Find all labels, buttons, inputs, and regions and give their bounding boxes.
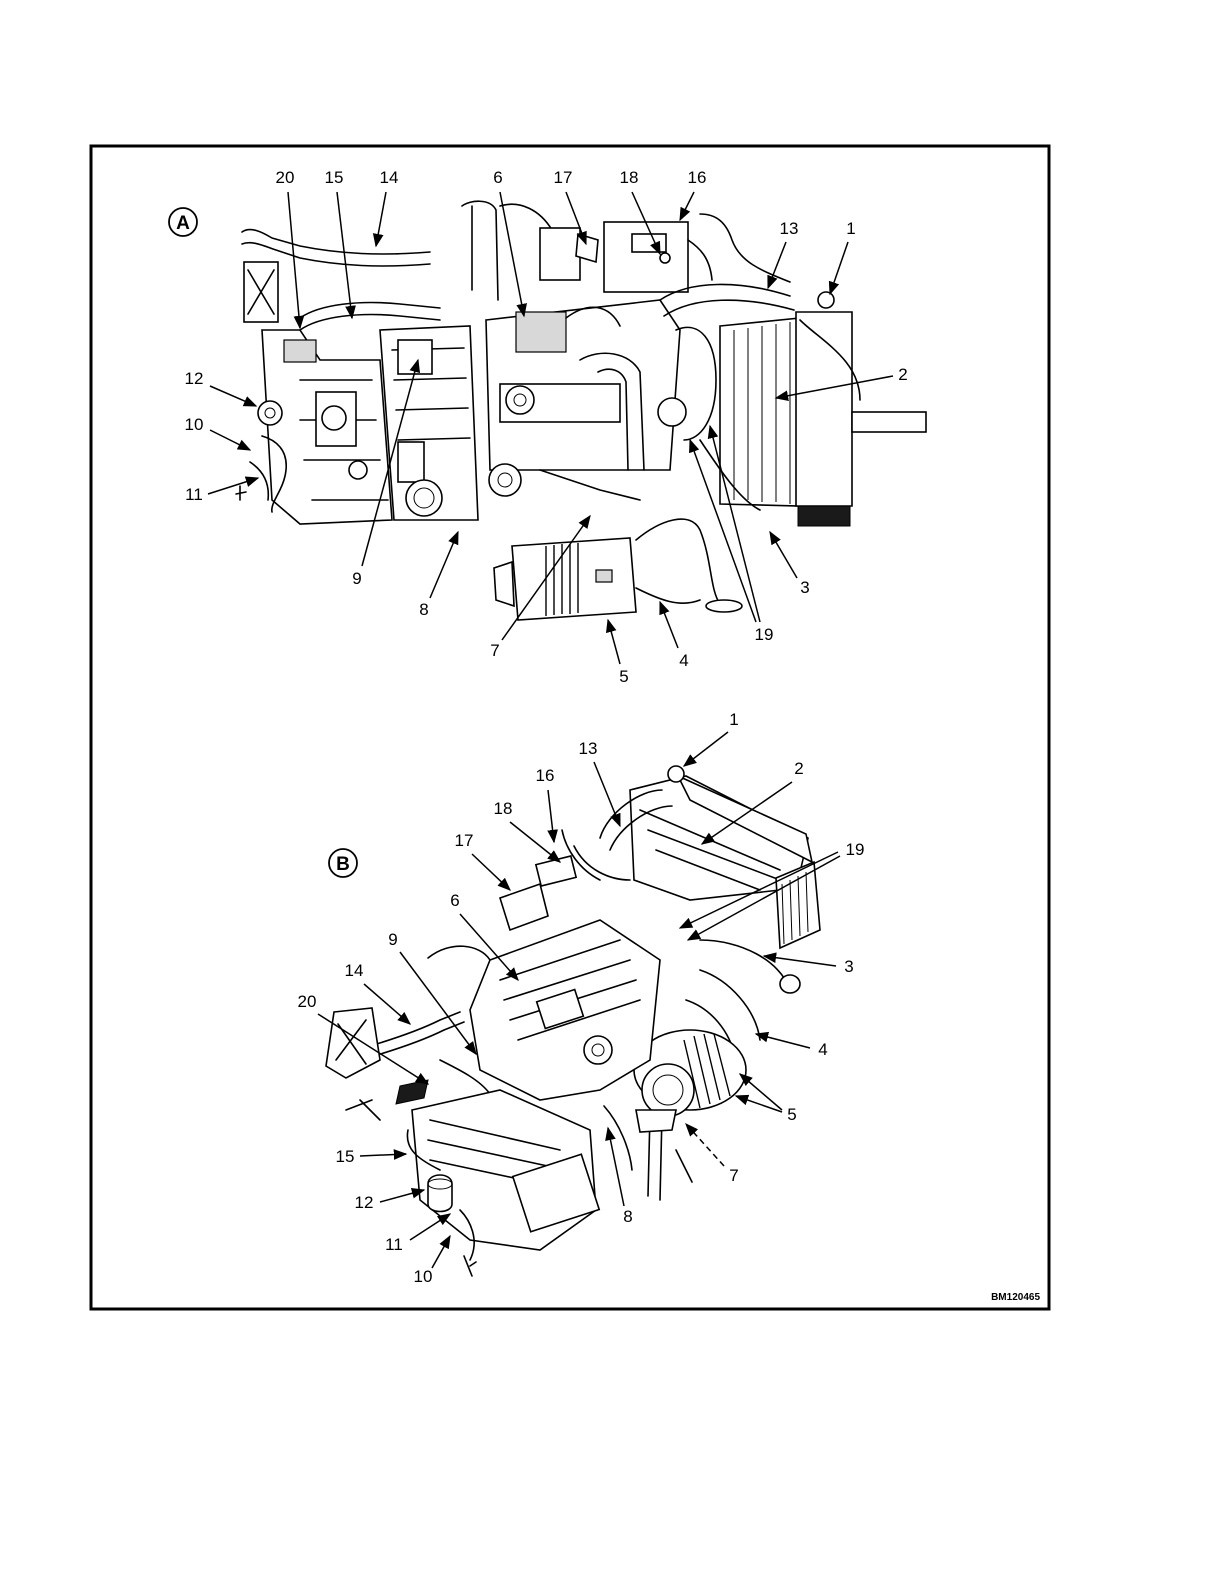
b-callout-12: 12 bbox=[355, 1193, 374, 1212]
b-callout-1: 1 bbox=[729, 710, 738, 729]
a-callout-12: 12 bbox=[185, 369, 204, 388]
b-callout-9: 9 bbox=[388, 930, 397, 949]
b-callout-15: 15 bbox=[336, 1147, 355, 1166]
b-callout-6: 6 bbox=[450, 891, 459, 910]
a-callout-17: 17 bbox=[554, 168, 573, 187]
a-callout-18: 18 bbox=[620, 168, 639, 187]
b-callout-18: 18 bbox=[494, 799, 513, 818]
a-callout-15: 15 bbox=[325, 168, 344, 187]
b-callout-5: 5 bbox=[787, 1105, 796, 1124]
a-callout-11: 11 bbox=[185, 485, 203, 504]
a-callout-5: 5 bbox=[619, 667, 628, 686]
a-callout-4: 4 bbox=[679, 651, 688, 670]
b-callout-13: 13 bbox=[579, 739, 598, 758]
view-b-drawing bbox=[326, 766, 820, 1276]
a-callout-2: 2 bbox=[898, 365, 907, 384]
b-callout-16: 16 bbox=[536, 766, 555, 785]
a-callout-16: 16 bbox=[688, 168, 707, 187]
b-callout-7: 7 bbox=[729, 1166, 738, 1185]
b-callout-14: 14 bbox=[345, 961, 364, 980]
a-callout-8: 8 bbox=[419, 600, 428, 619]
b-callout-17: 17 bbox=[455, 831, 474, 850]
b-callout-3: 3 bbox=[844, 957, 853, 976]
view-a-drawing bbox=[236, 201, 926, 620]
a-callout-3: 3 bbox=[800, 578, 809, 597]
a-callout-1: 1 bbox=[846, 219, 855, 238]
b-callout-19: 19 bbox=[846, 840, 865, 859]
b-callout-2: 2 bbox=[794, 759, 803, 778]
a-callout-9: 9 bbox=[352, 569, 361, 588]
a-callout-6: 6 bbox=[493, 168, 502, 187]
a-callout-7: 7 bbox=[490, 641, 499, 660]
a-callout-14: 14 bbox=[380, 168, 399, 187]
b-callout-11: 11 bbox=[385, 1235, 403, 1254]
a-callout-20: 20 bbox=[276, 168, 295, 187]
figure-reference: BM120465 bbox=[991, 1292, 1040, 1303]
view-b-label: B bbox=[336, 854, 350, 875]
b-callout-10: 10 bbox=[414, 1267, 433, 1286]
b-callout-20: 20 bbox=[298, 992, 317, 1011]
b-callout-4: 4 bbox=[818, 1040, 827, 1059]
view-a-label: A bbox=[176, 213, 190, 234]
a-callout-19: 19 bbox=[755, 625, 774, 644]
a-callout-13: 13 bbox=[780, 219, 799, 238]
b-callout-8: 8 bbox=[623, 1207, 632, 1226]
a-callout-10: 10 bbox=[185, 415, 204, 434]
